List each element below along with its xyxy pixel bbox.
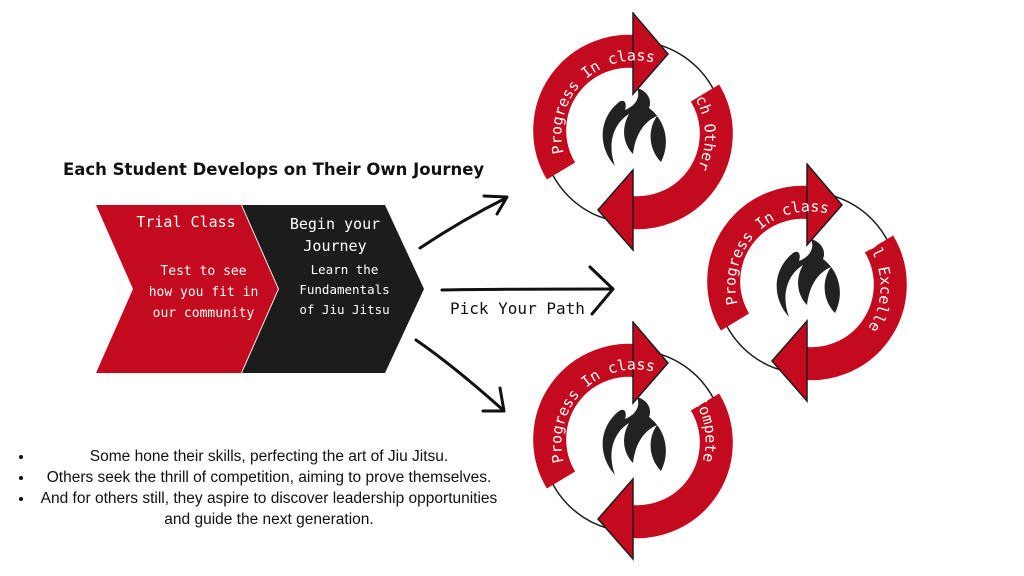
arrow-right-icon	[440, 287, 614, 292]
flame-logo-icon	[602, 88, 666, 166]
step-trial-body: Test to see how you fit in our community	[146, 261, 261, 324]
cycle-personal-excellence: Progress In class Personal Excellence	[682, 149, 927, 403]
chevron-shape-red	[96, 205, 278, 373]
step-trial-class: Trial Class Test to see how you fit in o…	[96, 205, 296, 373]
cycle-coach-others: Progress In class Coach Others	[508, 0, 753, 252]
cycle-arrows-icon: Progress In class Coach Others	[508, 0, 733, 252]
chevron-shape-dark	[242, 205, 424, 373]
arrow-down-head	[481, 386, 506, 413]
step-trial-body-line: Test to see	[160, 264, 247, 279]
step-trial-title: Trial Class	[136, 213, 236, 231]
bullet-list: Some hone their skills, perfecting the a…	[14, 446, 504, 530]
page-title: Each Student Develops on Their Own Journ…	[63, 160, 485, 179]
cycle-arrows-icon: Progress In class Compete	[533, 319, 733, 561]
cycle-arrows-icon: Progress In class Personal Excellence	[682, 149, 907, 403]
bullet-item: Others seek the thrill of competition, a…	[34, 467, 504, 488]
step-trial-body-line: our community	[152, 306, 255, 321]
cycle-compete: Progress In class Compete	[513, 319, 753, 561]
step-begin-body-line: of Jiu Jitsu	[299, 302, 390, 317]
step-begin-title-line: Begin your	[289, 215, 381, 233]
step-begin-title-line: Journey	[303, 237, 367, 255]
arrow-down-icon	[414, 338, 505, 412]
arrow-right-head	[588, 265, 615, 316]
step-begin-title: Begin your Journey	[270, 213, 400, 257]
flame-logo-icon	[602, 397, 666, 475]
pick-your-path-label: Pick Your Path	[450, 299, 585, 318]
step-trial-body-line: how you fit in	[148, 285, 259, 300]
step-begin-body-line: Learn the	[310, 262, 379, 277]
bullet-item: Some hone their skills, perfecting the a…	[34, 446, 504, 467]
step-begin-journey: Begin your Journey Learn the Fundamental…	[242, 205, 432, 373]
flame-logo-icon	[776, 239, 840, 317]
arrow-up-head	[482, 194, 509, 216]
bullet-item: And for others still, they aspire to dis…	[34, 488, 504, 530]
arrow-up-icon	[418, 196, 508, 250]
step-begin-body: Learn the Fundamentals of Jiu Jitsu	[282, 260, 407, 320]
step-begin-body-line: Fundamentals	[299, 282, 390, 297]
